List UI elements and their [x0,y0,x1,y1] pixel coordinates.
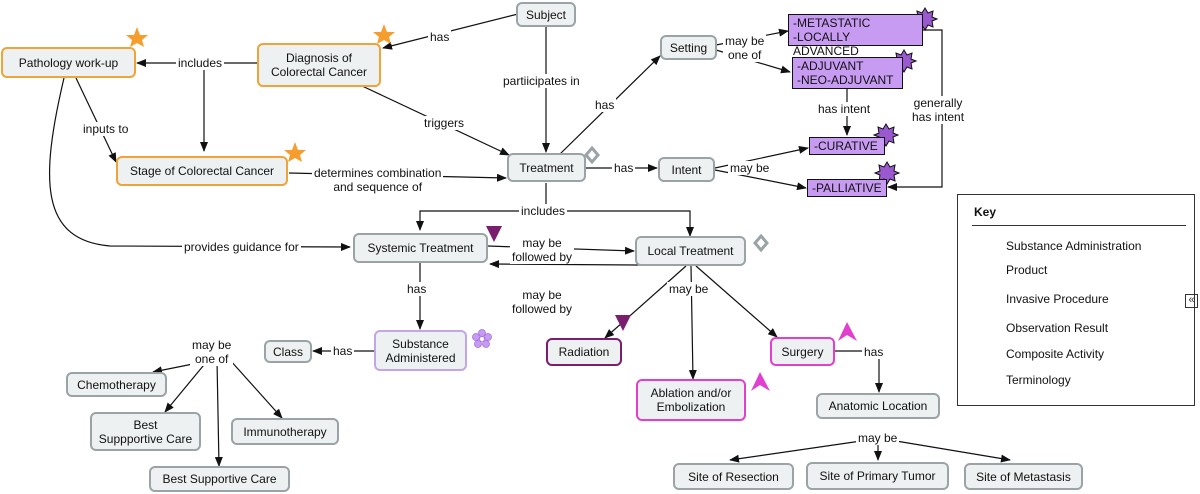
edge-local-radiation [604,265,687,339]
label-provides-guidance: provides guidance for [182,240,301,254]
node-subject[interactable]: Subject [516,2,576,27]
node-site-of-primary-tumor[interactable]: Site of Primary Tumor [806,462,949,490]
term-palliative[interactable]: -PALLIATIVE [807,179,887,197]
edge-class-best1 [164,359,209,413]
label-has-class: has [331,344,355,358]
node-diagnosis[interactable]: Diagnosis of Colorectal Cancer [257,43,381,87]
term-metastatic[interactable]: -METASTATIC -LOCALLY ADVANCED [788,14,923,58]
composite-activity-icon [753,233,769,253]
label-has-anatomic: has [862,345,886,359]
label-has-intent: has intent [816,102,873,116]
label-triggers: triggers [422,116,467,130]
label-may-be-one-of-class: may be one of [190,338,234,366]
key-item-composite: Composite Activity [1006,347,1105,361]
node-immunotherapy[interactable]: Immunotherapy [231,418,339,445]
node-setting[interactable]: Setting [660,35,717,60]
node-pathology-workup[interactable]: Pathology work-up [1,47,136,78]
node-site-of-metastasis[interactable]: Site of Metastasis [964,463,1083,490]
edge-local-surgery [695,265,778,338]
legend-key: Key Substance Administration Product Inv… [957,194,1195,406]
node-ablation[interactable]: Ablation and/or Embolization [636,379,746,421]
star-icon [126,27,148,47]
node-anatomic-location[interactable]: Anatomic Location [816,393,940,419]
label-includes-treatment: includes [519,204,568,218]
substance-administration-icon [615,315,631,331]
key-item-product: Product [1006,263,1048,277]
label-determines: determines combination and sequence of [312,166,444,194]
edge-local-systemic [489,260,641,269]
edge-class-best2 [214,359,223,467]
node-intent[interactable]: Intent [658,157,715,182]
invasive-procedure-icon [751,372,770,391]
node-substance-administered[interactable]: Substance Administered [374,330,467,371]
key-item-terminology: Terminology [1006,373,1071,387]
node-systemic-treatment[interactable]: Systemic Treatment [353,233,488,263]
node-local-treatment[interactable]: Local Treatment [635,236,746,266]
label-participates-in: partiicipates in [501,74,582,88]
composite-activity-icon [584,145,600,165]
label-has-diagnosis: has [428,30,452,44]
edge-anatomic-metastasis [889,439,1011,463]
term-adjuvant[interactable]: -ADJUVANT -NEO-ADJUVANT [792,57,903,89]
edge-pathology-systemic [48,77,351,251]
label-may-be-anatomic: may be [856,431,900,445]
key-item-invasive: Invasive Procedure [1006,292,1109,306]
node-stage[interactable]: Stage of Colorectal Cancer [116,156,288,186]
term-curative[interactable]: -CURATIVE [809,137,885,155]
node-surgery[interactable]: Surgery [770,337,835,366]
node-site-of-resection[interactable]: Site of Resection [673,463,794,490]
node-chemotherapy[interactable]: Chemotherapy [66,372,167,397]
edge-includes-local [546,210,694,237]
node-best-suppportive-care[interactable]: Best Suppportive Care [90,412,201,451]
edge-class-immuno [229,359,283,419]
key-item-observation: Observation Result [1006,321,1109,335]
label-may-be-one-of-setting: may be one of [723,34,767,62]
key-divider [972,225,1186,226]
terminology-icon [873,161,901,185]
node-best-supportive-care[interactable]: Best Supportive Care [149,466,290,492]
node-treatment[interactable]: Treatment [507,153,586,182]
label-inputs-to: inputs to [81,122,131,136]
label-has-intent-edge: has [612,161,636,175]
product-icon [472,329,492,348]
key-title: Key [974,205,997,219]
invasive-procedure-icon [838,322,857,341]
label-generally-has-intent: generally has intent [910,96,967,124]
star-icon [373,24,395,44]
label-may-be-followed-by-2: may be followed by [510,288,575,316]
label-may-be-local: may be [667,282,711,296]
label-includes-pathology: includes [176,56,225,70]
label-may-be-followed-by-1: may be followed by [510,236,575,264]
node-radiation[interactable]: Radiation [546,338,622,366]
label-has-substance: has [405,282,429,296]
substance-administration-icon [486,226,502,242]
key-item-substance: Substance Administration [1006,239,1142,253]
edge-pathology-stage [75,77,117,163]
edge-anatomic-resection [729,439,869,463]
label-has-setting: has [593,98,617,112]
label-may-be-intent: may be [728,161,772,175]
node-class[interactable]: Class [264,340,312,363]
collapse-panel-button[interactable]: « [1185,294,1198,308]
star-icon [284,142,306,162]
edge-treatment-includes [416,183,547,231]
